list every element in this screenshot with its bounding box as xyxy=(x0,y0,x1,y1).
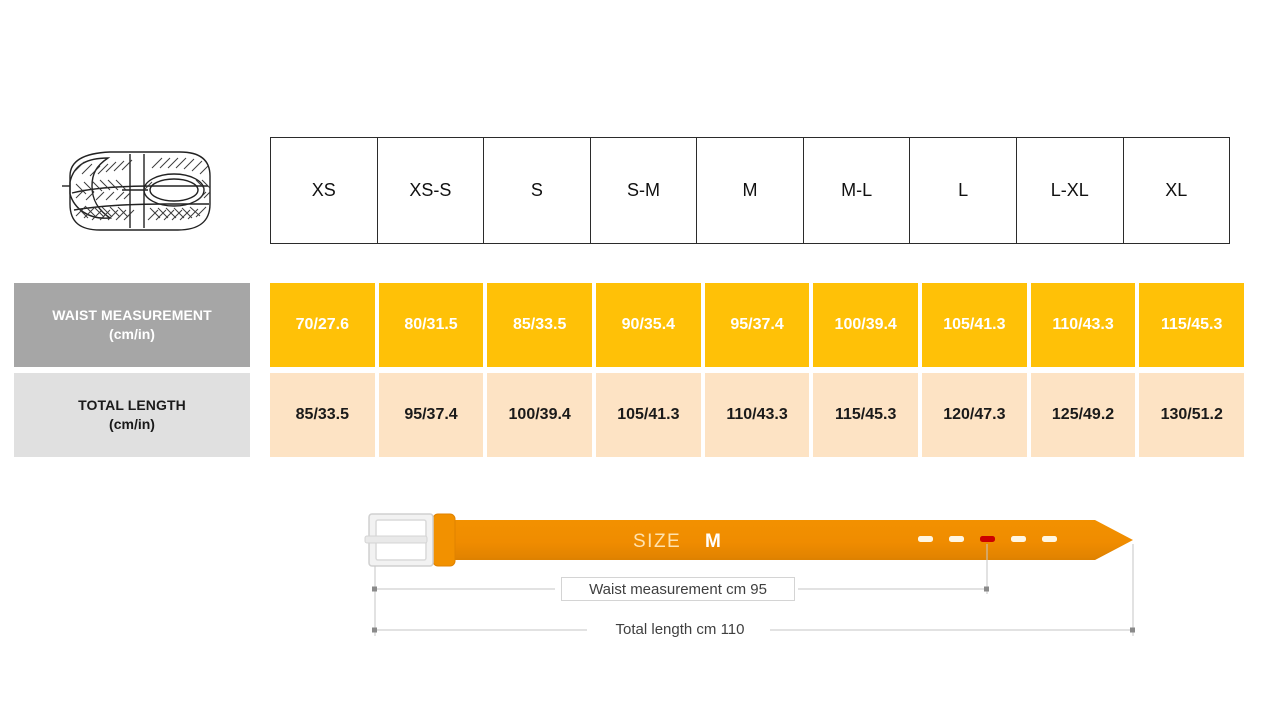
length-value-cell: 120/47.3 xyxy=(922,373,1027,457)
length-value-cell: 130/51.2 xyxy=(1139,373,1245,457)
waist-value-cell: 90/35.4 xyxy=(596,283,701,367)
waist-value-cell: 85/33.5 xyxy=(487,283,593,367)
belt-measurement-diagram: SIZE M xyxy=(355,500,1155,650)
dimension-extension-lines xyxy=(374,544,1134,636)
size-header-cell: S-M xyxy=(591,138,698,243)
waist-value-cell: 100/39.4 xyxy=(813,283,919,367)
size-header-cell: XS xyxy=(271,138,378,243)
size-header-cell: XL xyxy=(1165,180,1188,200)
waist-value-cell: 110/43.3 xyxy=(1030,283,1136,367)
waist-label-line1: WAIST MEASUREMENT xyxy=(52,307,212,324)
waist-value-cell: 115/45.3 xyxy=(1139,283,1245,367)
belt-holes xyxy=(918,536,1057,542)
waist-value-cell: 105/41.3 xyxy=(922,283,1027,367)
size-header-cell: L-XL xyxy=(1017,138,1124,243)
size-header-cell: L xyxy=(910,138,1017,243)
waist-value-cell: 80/31.5 xyxy=(378,283,484,367)
waist-value-cell: 70/27.6 xyxy=(270,283,375,367)
length-label-line1: TOTAL LENGTH xyxy=(78,397,186,414)
belt-hole-active xyxy=(980,536,995,542)
belt-strap xyxy=(435,520,1133,560)
size-header-cell: M xyxy=(697,138,804,243)
size-header-table: XS XS-S S S-M M M-L L L-XL XL xyxy=(270,137,1230,244)
woven-belt-icon xyxy=(62,151,211,231)
belt-keeper-loop xyxy=(432,513,456,567)
belt-size-value: M xyxy=(705,531,721,552)
size-header-cell: M-L xyxy=(804,138,911,243)
waist-label-line2: (cm/in) xyxy=(109,326,155,342)
total-length-dimension-label: Total length cm 110 xyxy=(595,618,765,640)
length-value-cell: 115/45.3 xyxy=(813,373,919,457)
length-value-cell: 110/43.3 xyxy=(704,373,810,457)
length-value-cell: 125/49.2 xyxy=(1030,373,1136,457)
belt-size-prefix: SIZE xyxy=(633,531,681,552)
waist-dimension-label: Waist measurement cm 95 xyxy=(561,577,795,601)
total-length-dimension-line xyxy=(372,627,1135,633)
length-value-cell: 85/33.5 xyxy=(270,373,375,457)
size-header-cell: S xyxy=(484,138,591,243)
total-length-row: TOTAL LENGTH (cm/in) 85/33.5 95/37.4 100… xyxy=(14,373,1245,457)
length-value-cell: 105/41.3 xyxy=(596,373,701,457)
length-value-cell: 100/39.4 xyxy=(487,373,593,457)
waist-value-cells: 70/27.6 80/31.5 85/33.5 90/35.4 95/37.4 … xyxy=(270,283,1245,367)
waist-dimension-line xyxy=(372,586,989,592)
length-value-cell: 95/37.4 xyxy=(378,373,484,457)
belt-diagram-svg: SIZE M xyxy=(364,513,1135,636)
belt-buckle xyxy=(364,513,434,567)
waist-measurement-label: WAIST MEASUREMENT (cm/in) xyxy=(14,283,250,367)
woven-belt-illustration xyxy=(52,138,222,243)
length-value-cells: 85/33.5 95/37.4 100/39.4 105/41.3 110/43… xyxy=(270,373,1245,457)
waist-value-cell: 95/37.4 xyxy=(704,283,810,367)
length-label-line2: (cm/in) xyxy=(109,416,155,432)
total-length-label: TOTAL LENGTH (cm/in) xyxy=(14,373,250,457)
waist-measurement-row: WAIST MEASUREMENT (cm/in) 70/27.6 80/31.… xyxy=(14,283,1245,367)
size-header-cell: XS-S xyxy=(378,138,485,243)
